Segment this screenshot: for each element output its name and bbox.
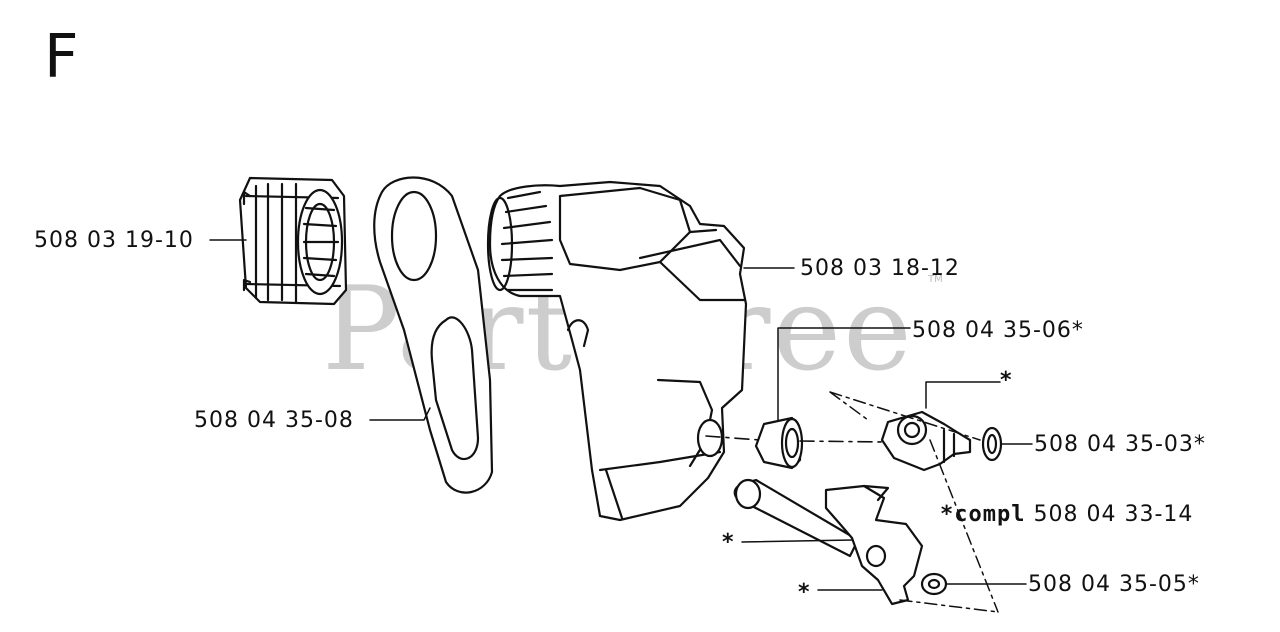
threaded-nut-drawing (238, 176, 348, 306)
valve-assembly-drawing (880, 410, 972, 472)
label-housing-part-number: 508 03 18-12 (800, 256, 960, 281)
kit-number: 508 04 33-14 (1033, 502, 1194, 527)
watermark-tm: TM (928, 274, 943, 285)
bushing-drawing (754, 416, 804, 470)
label-plate-part-number: 508 04 35-08 (194, 408, 354, 433)
axis-line (705, 435, 885, 443)
section-letter: F (44, 22, 79, 92)
label-oring-part-number: 508 04 35-03* (1034, 432, 1206, 457)
pump-housing-drawing (486, 180, 748, 522)
kit-bracket (829, 391, 999, 613)
lever-drawing (824, 484, 924, 606)
star-marker-lever: * (798, 580, 810, 605)
gasket-plate-drawing (373, 176, 494, 494)
kit-prefix: *compl (940, 502, 1026, 527)
label-washer-part-number: 508 04 35-05* (1028, 572, 1200, 597)
leader-lines (209, 239, 1033, 591)
washer-drawing (920, 572, 948, 596)
star-marker-valve: * (1000, 368, 1012, 393)
star-marker-pin: * (722, 530, 734, 555)
o-ring-drawing (981, 426, 1003, 462)
label-nut-part-number: 508 03 19-10 (34, 228, 194, 253)
label-bushing-part-number: 508 04 35-06* (912, 318, 1084, 343)
kit-label: *compl 508 04 33-14 (940, 502, 1193, 527)
